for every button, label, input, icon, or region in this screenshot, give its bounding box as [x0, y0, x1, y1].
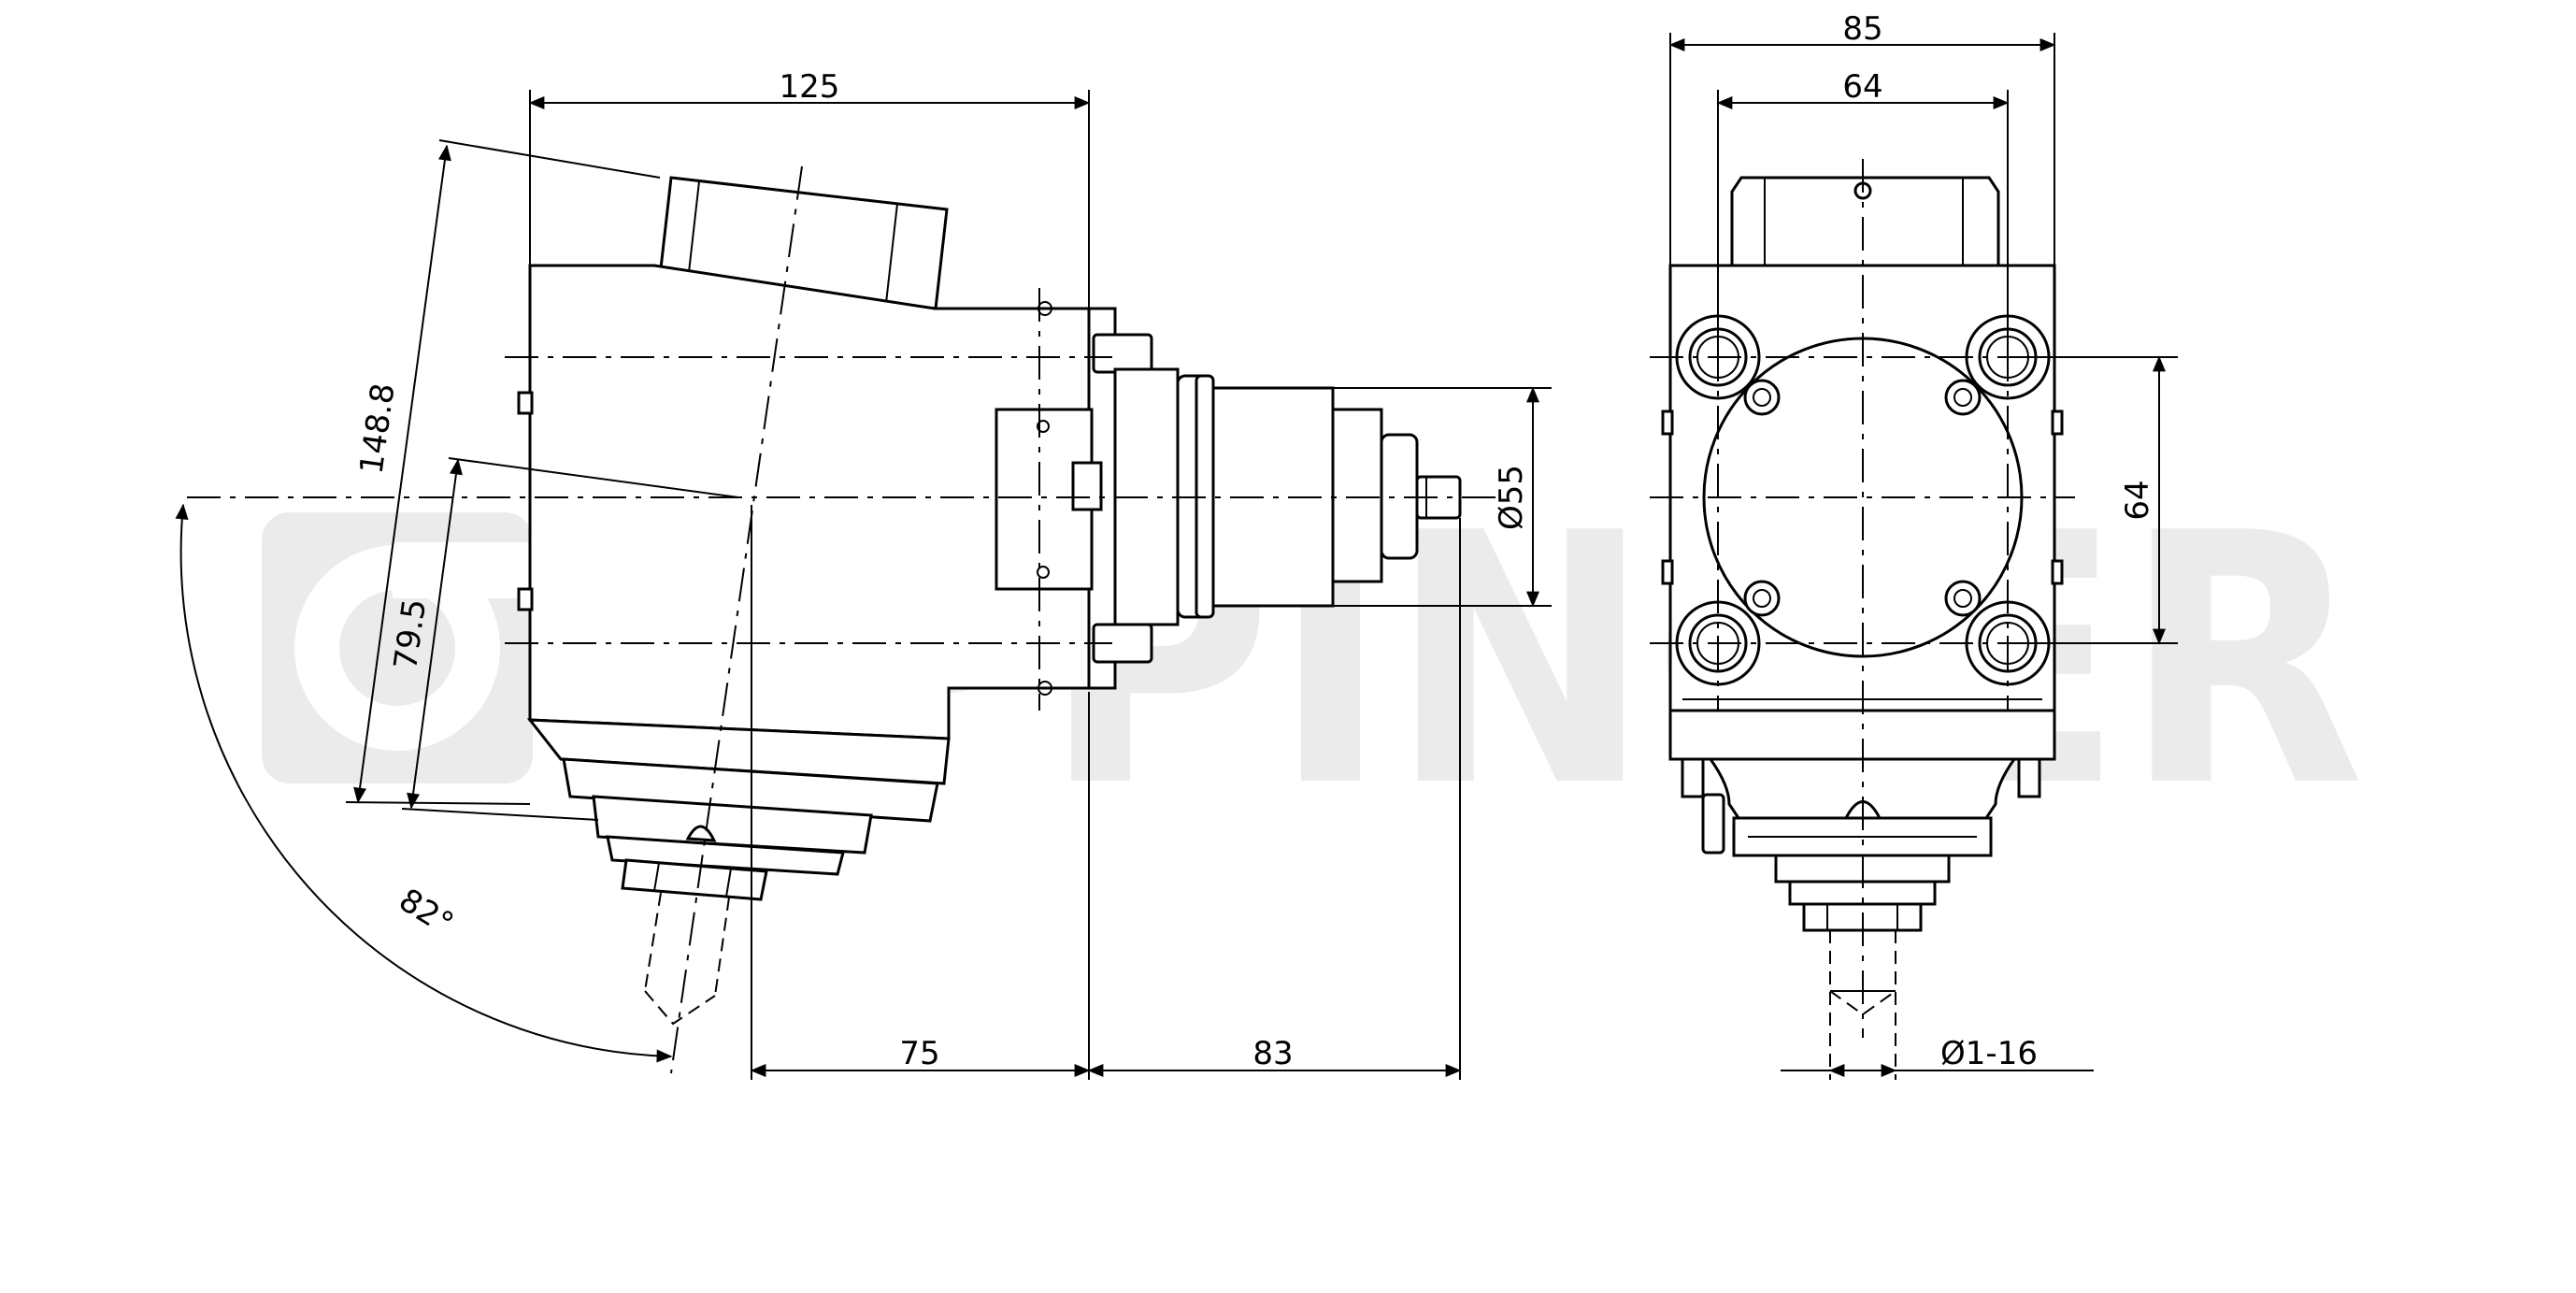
side-view: 125 148.8 79.5 82° Ø55 75 83 [175, 68, 1552, 1080]
dim-diagonal-label: 148.8 [353, 381, 403, 476]
dim-width-label: 125 [780, 68, 840, 106]
dim-height-label: 64 [2119, 480, 2156, 520]
dim-axis-to-spindle-label: 83 [1252, 1035, 1293, 1072]
dim-inner-width-label: 64 [1842, 68, 1882, 106]
dim-clamp-range-label: Ø1-16 [1940, 1035, 2038, 1072]
dim-angle-label: 82° [393, 882, 460, 943]
front-view: 85 64 64 Ø1-16 [1650, 10, 2178, 1080]
inner-screws [1743, 379, 1982, 617]
dim-left-to-axis-label: 75 [899, 1035, 939, 1072]
dim-outer-width-label: 85 [1842, 10, 1882, 48]
dim-shank-diameter-label: Ø55 [1493, 465, 1530, 530]
